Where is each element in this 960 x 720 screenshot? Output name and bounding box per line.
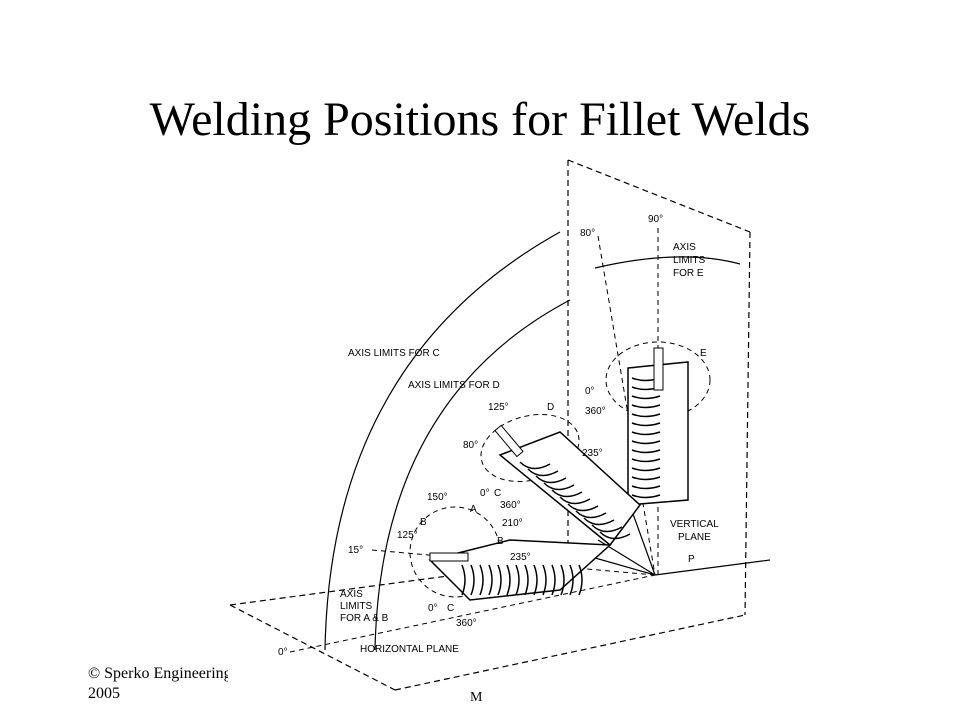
weld-bead-stripe <box>631 476 661 481</box>
label-e-80: 80° <box>580 228 595 239</box>
weld-bead-stripe <box>631 404 661 409</box>
weld-bead-stripe <box>631 431 661 436</box>
weld-bead-stripe <box>567 503 599 512</box>
weld-bead-stripe <box>551 489 583 498</box>
footer-center-text: M <box>470 690 483 705</box>
label-letter-a: A <box>470 504 477 515</box>
label-axis-e-3: FOR E <box>673 268 704 279</box>
label-letter-e: E <box>700 348 707 359</box>
weld-bead-stripe <box>631 458 661 463</box>
label-ab-125: 125° <box>397 530 418 541</box>
weld-bead-stripe <box>560 564 565 596</box>
weld-bead-stripe <box>631 467 661 472</box>
weld-bead-stripe <box>575 510 607 519</box>
weld-bead-stripe <box>524 564 529 596</box>
weld-bead-stripe <box>631 422 661 427</box>
weld-bead-stripe <box>543 482 575 491</box>
label-e-360: 360° <box>585 406 606 417</box>
weld-ab <box>409 506 612 601</box>
weld-bead-stripe <box>461 564 466 596</box>
label-axis-c: AXIS LIMITS FOR C <box>348 348 440 359</box>
weld-bead-stripe <box>497 564 502 596</box>
label-axis-e-2: LIMITS <box>673 255 706 266</box>
axis-limit-arc-e <box>594 256 741 269</box>
weld-bead-stripe <box>559 496 591 505</box>
label-letter-b-2: B <box>497 536 504 547</box>
label-horizontal-plane: HORIZONTAL PLANE <box>360 644 459 655</box>
weld-bead-stripe <box>535 475 567 484</box>
label-letter-c-2: C <box>447 603 454 614</box>
weld-bead-stripe <box>631 440 661 445</box>
weld-bead-stripe <box>506 564 511 596</box>
weld-bead-stripe <box>479 564 484 596</box>
weld-bead-stripe <box>631 485 661 490</box>
label-axis-d: AXIS LIMITS FOR D <box>408 380 500 391</box>
weld-bead-stripe <box>583 517 615 526</box>
label-ab-15: 15° <box>348 545 363 556</box>
weld-bead-stripe <box>470 564 475 596</box>
weld-bead-stripe <box>631 494 661 499</box>
label-c-0: 0° <box>480 488 490 499</box>
weld-bead-stripe <box>519 461 551 470</box>
label-ab-0: 0° <box>428 603 438 614</box>
weld-bead-stripe <box>533 564 538 596</box>
label-d-125: 125° <box>488 402 509 413</box>
label-vertical-plane-2: PLANE <box>678 532 711 543</box>
label-ab-150: 150° <box>427 492 448 503</box>
weld-bead-stripe <box>542 564 547 596</box>
footer-copyright-line2: 2005 <box>88 685 120 702</box>
label-vertical-plane-1: VERTICAL <box>670 519 719 530</box>
weld-e <box>605 341 711 506</box>
weld-bead-stripe <box>599 531 631 540</box>
label-e-90: 90° <box>648 214 663 225</box>
axis-limit-arc-c <box>324 231 561 651</box>
footer-copyright: © Sperko Engineering 2005 <box>88 664 228 704</box>
label-ab-235: 235° <box>510 552 531 563</box>
label-letter-d: D <box>547 402 554 413</box>
footer-copyright-line1: © Sperko Engineering <box>88 665 228 682</box>
weld-bead-stripe <box>488 564 493 596</box>
label-axis-ab-2: LIMITS <box>340 601 373 612</box>
label-letter-c-1: C <box>494 488 501 499</box>
weld-bead-stripe <box>631 449 661 454</box>
weld-bead-stripe <box>631 413 661 418</box>
label-axis-e-1: AXIS <box>673 242 696 253</box>
label-base-0: 0° <box>278 647 288 658</box>
weld-bead-stripe <box>515 564 520 596</box>
weld-bead-stripe <box>591 524 623 533</box>
weld-bead-stripe <box>527 468 559 477</box>
axis-limit-arc-d <box>374 299 571 651</box>
label-ab-210: 210° <box>502 518 523 529</box>
weld-bead-stripe <box>569 564 574 596</box>
label-ab-360: 360° <box>456 618 477 629</box>
label-axis-ab-3: FOR A & B <box>340 613 389 624</box>
label-d-80: 80° <box>463 440 478 451</box>
weld-d <box>480 413 642 547</box>
weld-bead-stripe <box>551 564 556 596</box>
weld-bead-stripe <box>631 395 661 400</box>
label-axis-ab-1: AXIS <box>340 589 363 600</box>
slide-title: Welding Positions for Fillet Welds <box>149 93 811 146</box>
label-e-0: 0° <box>585 386 595 397</box>
weld-bead-stripe <box>578 564 583 596</box>
label-letter-b-1: B <box>420 517 427 528</box>
label-d-235: 235° <box>582 448 603 459</box>
label-letter-p: P <box>688 554 695 565</box>
label-c-360: 360° <box>500 500 521 511</box>
